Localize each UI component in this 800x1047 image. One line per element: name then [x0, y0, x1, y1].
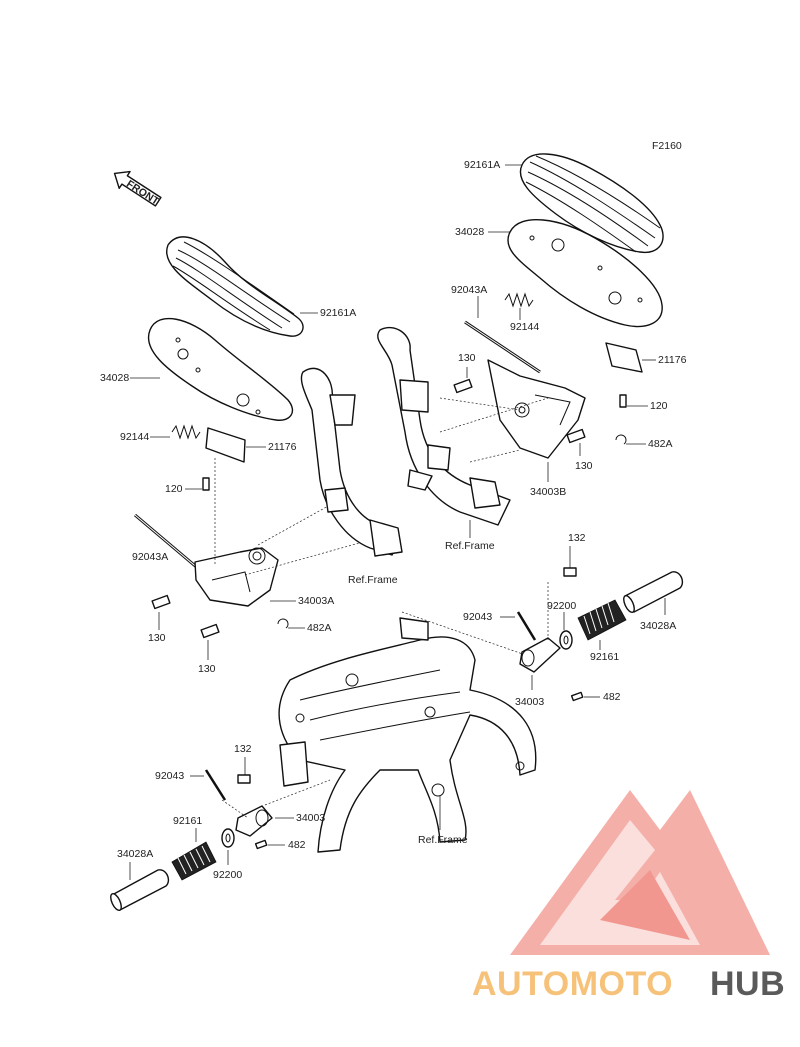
right-peg-bracket-34003	[519, 637, 561, 673]
right-footpeg-34028a	[623, 571, 684, 614]
label-left-34028a: 34028A	[117, 848, 153, 860]
left-footboard	[147, 317, 294, 421]
left-clip-482a	[277, 618, 289, 629]
label-ref-frame-right: Ref.Frame	[445, 540, 495, 552]
label-right-482a: 482A	[648, 438, 673, 450]
label-right-130-a: 130	[458, 352, 476, 364]
front-arrow-icon: FRONT	[113, 170, 162, 208]
left-rubber-92161	[171, 841, 217, 881]
label-right-92043a: 92043A	[451, 284, 487, 296]
left-long-bolt	[134, 513, 201, 572]
label-left-92161a: 92161A	[320, 307, 356, 319]
right-clip-482a	[615, 434, 627, 445]
label-right-34003: 34003	[515, 696, 544, 708]
logo-text-automoto: AUTOMOTO	[472, 965, 673, 1003]
right-footboard	[507, 219, 663, 328]
label-left-92200: 92200	[213, 869, 242, 881]
right-pin-92043	[516, 611, 537, 641]
label-right-92161: 92161	[590, 651, 619, 663]
left-peg-bracket-34003	[235, 805, 273, 837]
front-arrow-label: FRONT	[124, 178, 161, 208]
left-pin-92043	[204, 769, 227, 801]
label-right-120: 120	[650, 400, 668, 412]
label-right-34003b: 34003B	[530, 486, 566, 498]
label-left-34003a: 34003A	[298, 595, 334, 607]
left-washer-92200	[221, 828, 235, 848]
label-right-130-b: 130	[575, 460, 593, 472]
diagram-code: F2160	[652, 140, 682, 152]
right-clip-482	[570, 691, 584, 702]
label-left-34003: 34003	[296, 812, 325, 824]
label-left-92161: 92161	[173, 815, 202, 827]
label-left-130-a: 130	[148, 632, 166, 644]
right-bracket-cover	[605, 342, 643, 373]
label-ref-frame-bottom: Ref.Frame	[418, 834, 468, 846]
right-rubber-92161	[577, 599, 627, 641]
label-right-132: 132	[568, 532, 586, 544]
right-bolt-132	[563, 567, 577, 577]
frame-section-left	[300, 367, 403, 557]
right-bolt-130-b	[566, 428, 586, 444]
left-clip-482	[254, 839, 268, 850]
label-left-482: 482	[288, 839, 306, 851]
automotohub-logo	[510, 790, 770, 955]
label-right-92161a: 92161A	[464, 159, 500, 171]
label-right-21176: 21176	[658, 354, 687, 366]
left-footboard-pad	[165, 236, 304, 337]
label-right-92200: 92200	[547, 600, 576, 612]
left-bracket-cover	[205, 427, 246, 463]
left-bracket-34003a	[194, 547, 279, 607]
label-left-92144: 92144	[120, 431, 149, 443]
left-footpeg-34028a	[110, 869, 170, 912]
right-footboard-pad	[519, 153, 664, 254]
right-bracket-34003b	[487, 359, 586, 459]
label-right-34028: 34028	[455, 226, 484, 238]
right-bolt-130-a	[453, 378, 473, 394]
logo-text-hub: HUB	[710, 965, 785, 1003]
label-left-21176: 21176	[268, 441, 297, 453]
label-ref-frame-left: Ref.Frame	[348, 574, 398, 586]
left-bolt-132	[237, 774, 251, 784]
right-washer-92200	[559, 630, 573, 650]
main-frame	[278, 617, 537, 853]
label-left-132: 132	[234, 743, 252, 755]
label-left-92043a: 92043A	[132, 551, 168, 563]
label-left-120: 120	[165, 483, 183, 495]
right-long-bolt	[464, 320, 541, 374]
frame-section-right	[377, 326, 511, 526]
label-right-92043: 92043	[463, 611, 492, 623]
left-bolt-130-a	[151, 594, 171, 610]
right-spring	[504, 292, 534, 308]
right-screw-120	[619, 394, 627, 408]
label-left-482a: 482A	[307, 622, 332, 634]
left-spring	[171, 424, 201, 440]
label-left-34028: 34028	[100, 372, 129, 384]
label-left-92043: 92043	[155, 770, 184, 782]
label-right-482: 482	[603, 691, 621, 703]
left-bolt-130-b	[200, 623, 220, 639]
label-right-92144: 92144	[510, 321, 539, 333]
left-screw-120	[202, 477, 210, 491]
label-right-34028a: 34028A	[640, 620, 676, 632]
label-left-130-b: 130	[198, 663, 216, 675]
